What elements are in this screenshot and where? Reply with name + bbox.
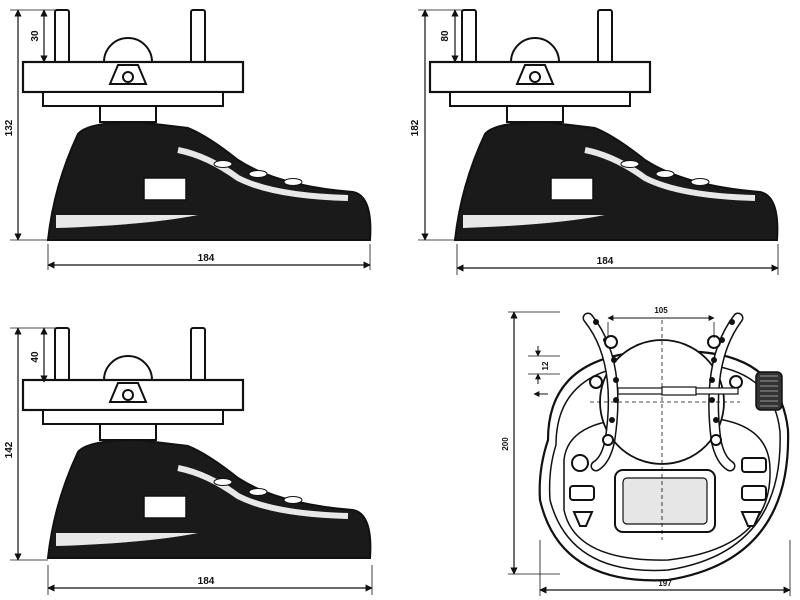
width-label: 184	[198, 253, 215, 264]
top-label: 40	[30, 351, 41, 363]
right-button	[741, 485, 767, 501]
tester-side-view-1	[23, 10, 370, 240]
right-arrow-button	[740, 511, 762, 527]
tester-side-view-2	[430, 10, 777, 240]
tester-side-view-3	[23, 328, 370, 558]
view-top-left: 132 30 184	[4, 10, 370, 270]
view-top-right: 182 80 184	[410, 10, 778, 275]
plan-height-label: 200	[501, 437, 510, 451]
clamp-arm-right	[708, 312, 744, 472]
plan-width-label: 197	[658, 579, 672, 588]
small-dimension-label: 12	[541, 361, 550, 370]
width-label: 184	[597, 256, 614, 267]
view-bottom-left: 142 40 184	[4, 328, 372, 595]
top-label: 80	[440, 30, 451, 42]
view-plan: 105 12 200 197	[501, 306, 791, 596]
display-screen	[622, 477, 708, 525]
right-button-top	[741, 457, 767, 473]
plate-width-label: 105	[654, 306, 668, 315]
height-label: 132	[4, 119, 15, 136]
top-label: 30	[30, 30, 41, 42]
left-button	[569, 485, 595, 501]
left-arrow-button	[572, 511, 594, 527]
height-label: 182	[410, 119, 421, 136]
round-button	[571, 454, 589, 472]
width-label: 184	[198, 576, 215, 587]
height-label: 142	[4, 441, 15, 458]
